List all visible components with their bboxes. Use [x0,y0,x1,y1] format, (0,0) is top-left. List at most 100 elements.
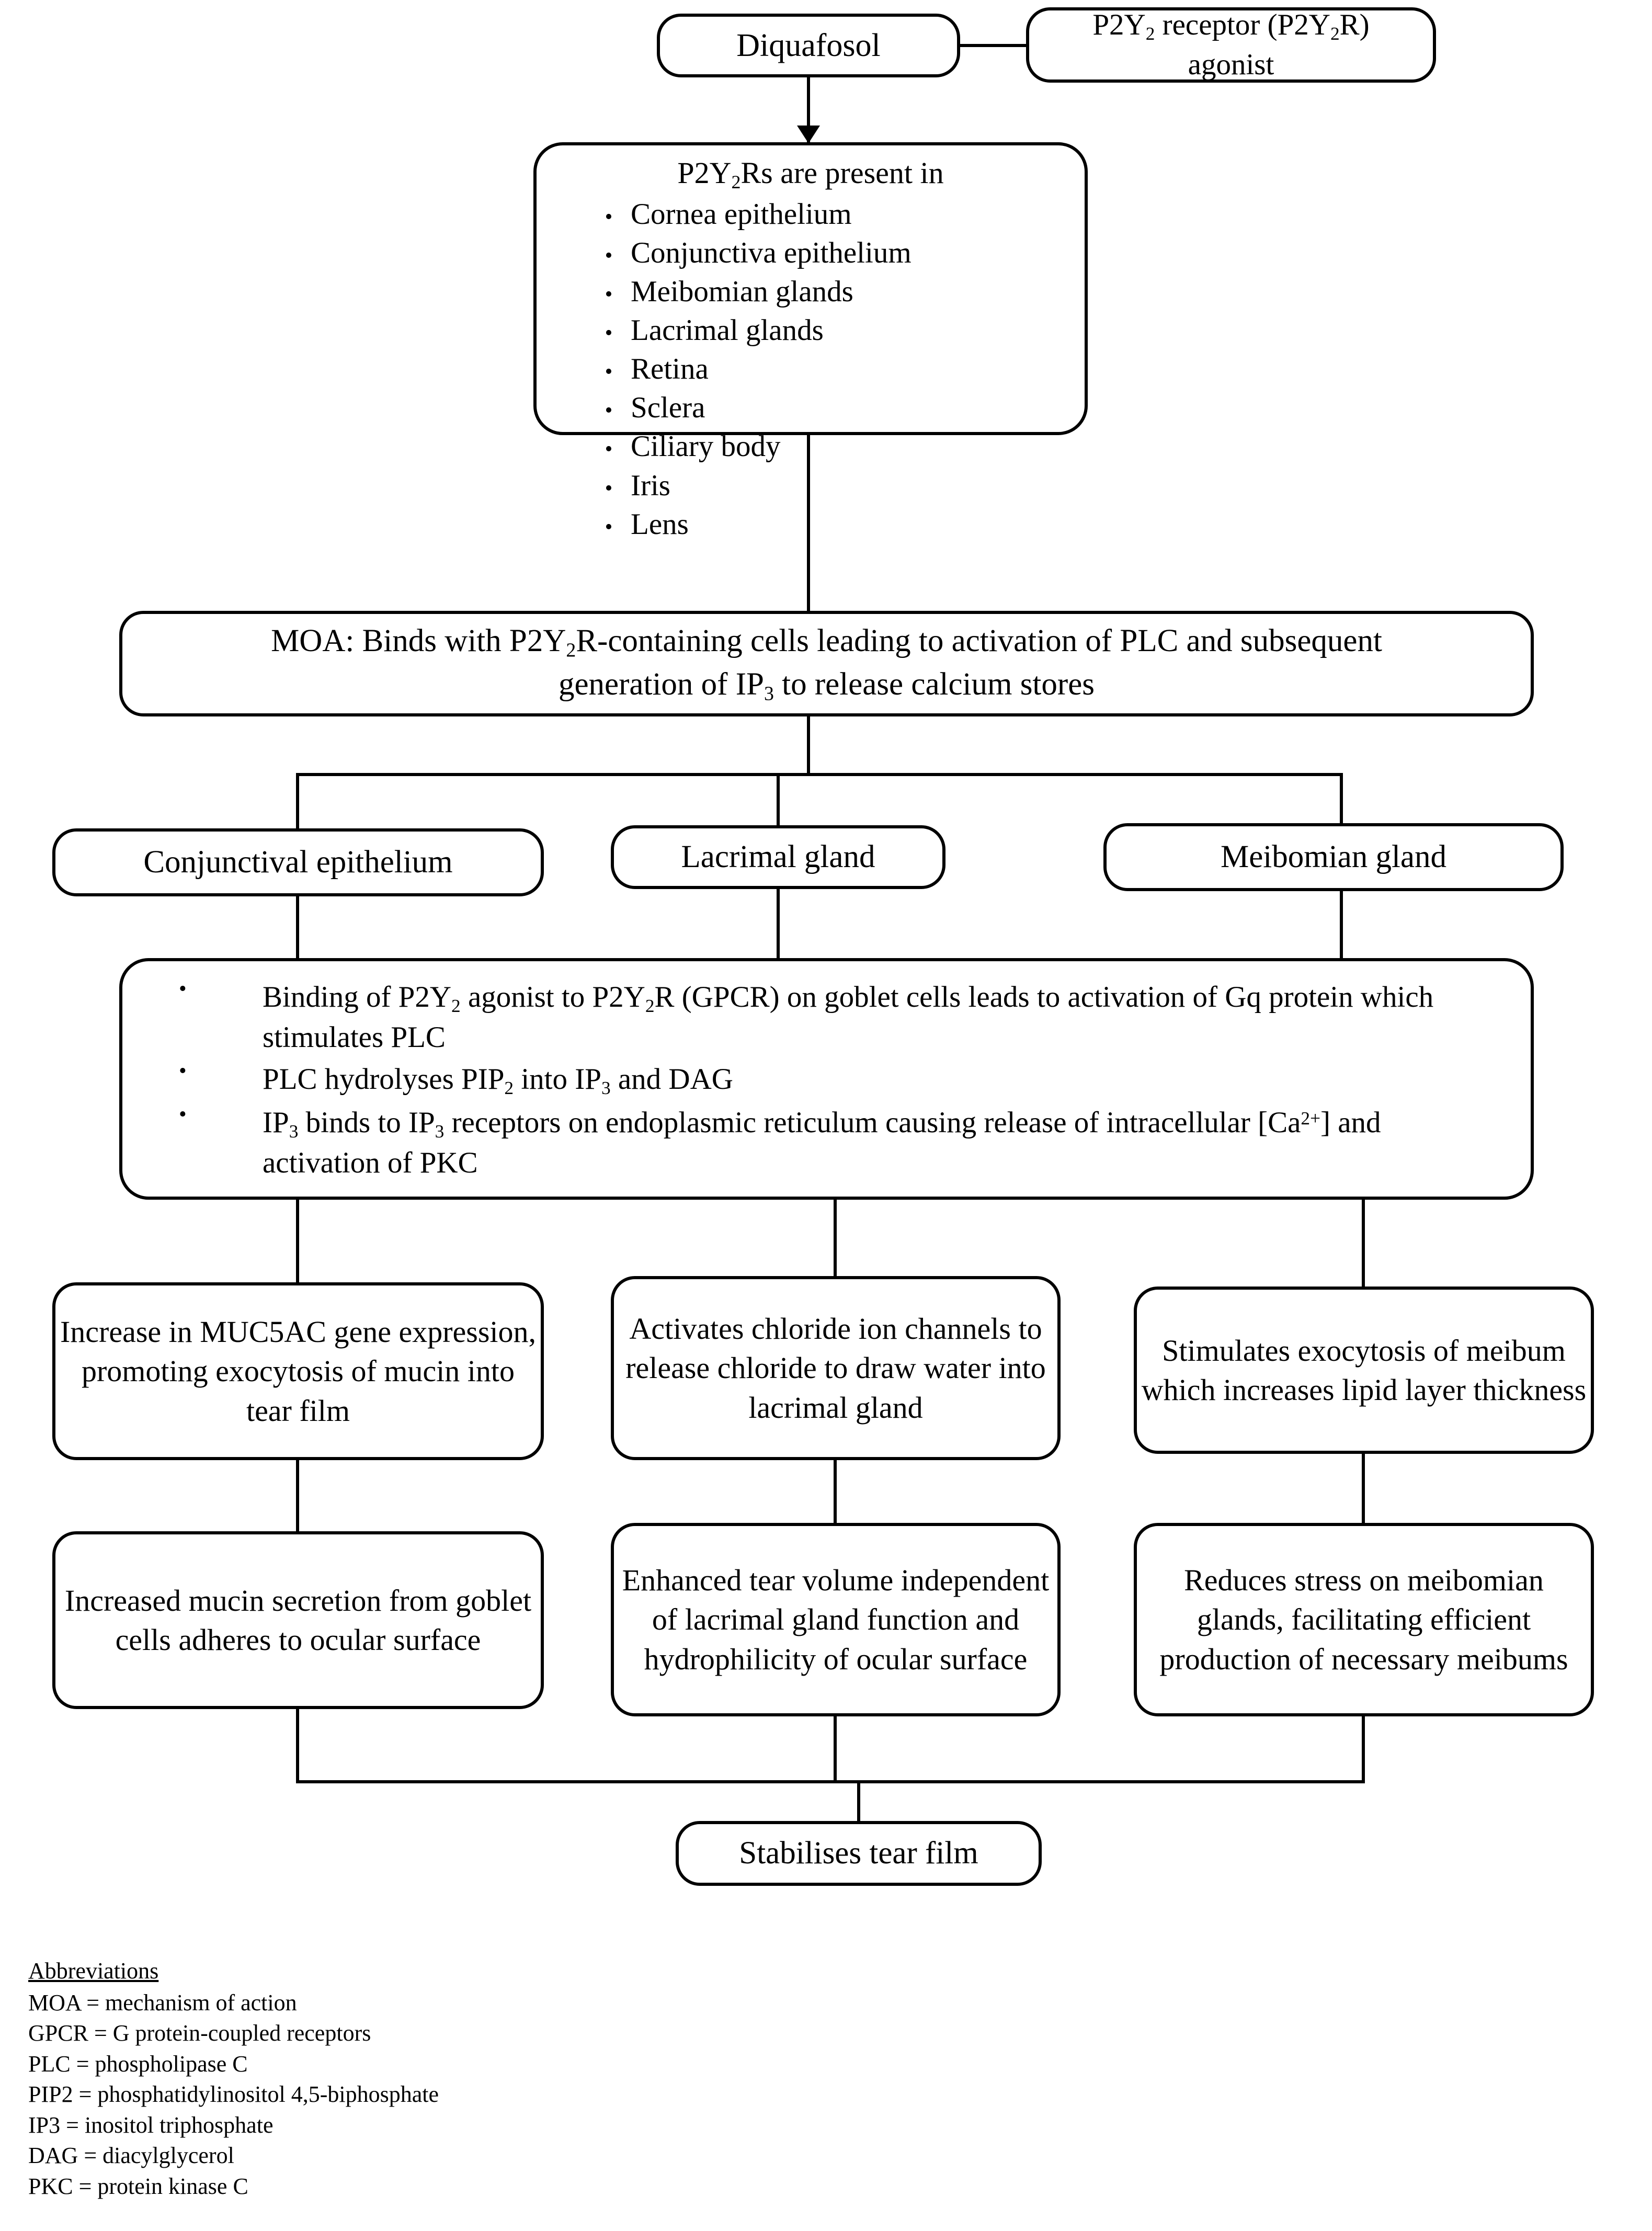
presence-item-text: Iris [631,469,670,502]
connector-outcome1-result1 [296,1457,299,1534]
connector-mechanism-outcome1 [296,1198,299,1285]
agonist-line-1: P2Y2 receptor (P2Y2R) [1092,8,1370,44]
node-lacrimal-gland-label: Lacrimal gland [681,839,875,875]
node-signalling-mechanism[interactable]: • Binding of P2Y2 agonist to P2Y2R (GPCR)… [119,958,1534,1200]
node-p2y2r-agonist[interactable]: P2Y2 receptor (P2Y2R) agonist [1026,7,1436,83]
node-p2y2r-presence[interactable]: P2Y2Rs are present in • Cornea epithelium… [533,142,1088,541]
node-diquafosol-label: Diquafosol [736,27,881,63]
mechanism-item-text: IP3 binds to IP3 receptors on endoplasmi… [263,1106,1381,1179]
node-outcome-lacrimal[interactable]: Activates chloride ion channels to relea… [611,1276,1061,1460]
node-outcome-conjunctival[interactable]: Increase in MUC5AC gene expression, prom… [52,1282,544,1460]
bullet-icon: • [179,1102,187,1126]
list-item: • Sclera [587,389,1085,427]
node-lacrimal-gland[interactable]: Lacrimal gland [611,825,945,889]
connector-lacrimal-mechanism [777,887,780,961]
list-item: • Binding of P2Y2 agonist to P2Y2R (GPCR)… [179,978,1489,1057]
list-item: • Conjunctiva epithelium [587,234,1085,272]
connector-outcome3-result3 [1362,1451,1365,1526]
presence-item-text: Lacrimal glands [631,314,824,347]
bullet-icon: • [179,1058,187,1083]
agonist-line-2: agonist [1188,48,1274,82]
presence-item-text: Lens [631,507,689,541]
moa-line-1: MOA: Binds with P2Y2R-containing cells l… [271,623,1382,662]
connector-bus-to-final [857,1780,860,1824]
list-item: • Lens [587,505,1085,544]
connector-outcome2-result2 [834,1457,837,1526]
presence-item-text: Cornea epithelium [631,197,852,231]
node-outcome-conjunctival-label: Increase in MUC5AC gene expression, prom… [60,1314,537,1428]
list-item: • PLC hydrolyses PIP2 into IP3 and DAG [179,1060,1489,1100]
node-meibomian-gland-label: Meibomian gland [1220,839,1446,875]
node-outcome-meibomian-label: Stimulates exocytosis of meibum which in… [1141,1333,1587,1407]
list-item: • Ciliary body [587,427,1085,466]
connector-result1-bus [296,1706,299,1783]
connector-mechanism-outcome3 [1362,1198,1365,1290]
connector-conjunctival-mechanism [296,894,299,961]
node-stabilises-tear-film[interactable]: Stabilises tear film [676,1821,1042,1886]
node-moa[interactable]: MOA: Binds with P2Y2R-containing cells l… [119,611,1534,716]
abbreviations-heading: Abbreviations [28,1958,159,1984]
list-item: • IP3 binds to IP3 receptors on endoplasm… [179,1103,1489,1182]
node-meibomian-gland[interactable]: Meibomian gland [1103,823,1564,891]
list-item: • Cornea epithelium [587,195,1085,234]
mechanism-list: • Binding of P2Y2 agonist to P2Y2R (GPCR)… [122,978,1531,1182]
bullet-icon: • [605,515,613,539]
connector-diquafosol-agonist [959,44,1027,47]
bullet-icon: • [605,282,613,307]
list-item: • Iris [587,466,1085,505]
abbreviation-entry: PKC = protein kinase C [28,2173,248,2199]
presence-header: P2Y2Rs are present in [677,156,944,193]
bullet-icon: • [605,437,613,462]
abbreviation-entry: PIP2 = phosphatidylinositol 4,5-biphosph… [28,2081,439,2108]
bullet-icon: • [605,244,613,268]
abbreviation-entry: MOA = mechanism of action [28,1989,297,2016]
connector-result2-bus [834,1713,837,1783]
node-p2y2r-agonist-label: P2Y2 receptor (P2Y2R) agonist [1029,6,1433,85]
node-outcome-meibomian[interactable]: Stimulates exocytosis of meibum which in… [1134,1287,1594,1454]
presence-item-text: Retina [631,352,709,386]
connector-diquafosol-presence [807,76,810,145]
connector-tissue-bus [296,773,1343,776]
presence-list: • Cornea epithelium • Conjunctiva epitheliu… [537,195,1085,544]
node-result-meibomian[interactable]: Reduces stress on meibomian glands, faci… [1134,1523,1594,1716]
list-item: • Meibomian glands [587,272,1085,311]
abbreviation-entry: GPCR = G protein-coupled receptors [28,2020,371,2046]
bullet-icon: • [179,977,187,1001]
node-stabilises-tear-film-label: Stabilises tear film [739,1836,978,1871]
connector-result3-bus [1362,1713,1365,1783]
arrowhead-icon [797,126,820,143]
presence-item-text: Ciliary body [631,430,781,463]
presence-item-text: Sclera [631,391,705,425]
bullet-icon: • [605,360,613,384]
connector-meibomian-mechanism [1340,889,1343,961]
node-conjunctival-epithelium-label: Conjunctival epithelium [143,845,453,880]
node-result-lacrimal-label: Enhanced tear volume independent of lacr… [622,1563,1050,1676]
list-item: • Retina [587,350,1085,389]
mechanism-item-text: PLC hydrolyses PIP2 into IP3 and DAG [263,1062,733,1098]
abbreviation-entry: IP3 = inositol triphosphate [28,2112,274,2138]
abbreviation-entry: DAG = diacylglycerol [28,2143,234,2169]
connector-bus-to-conjunctival [296,773,299,830]
connector-bus-to-meibomian [1340,773,1343,825]
mechanism-item-text: Binding of P2Y2 agonist to P2Y2R (GPCR) … [263,981,1434,1054]
bullet-icon: • [605,204,613,229]
node-outcome-lacrimal-label: Activates chloride ion channels to relea… [625,1311,1046,1425]
connector-final-bus [296,1780,1365,1783]
node-result-meibomian-label: Reduces stress on meibomian glands, faci… [1159,1563,1568,1676]
node-conjunctival-epithelium[interactable]: Conjunctival epithelium [52,828,544,896]
node-moa-label: MOA: Binds with P2Y2R-containing cells l… [122,620,1531,707]
bullet-icon: • [605,476,613,500]
node-diquafosol[interactable]: Diquafosol [657,14,960,77]
connector-moa-down [807,715,810,776]
presence-item-text: Meibomian glands [631,275,853,309]
list-item: • Lacrimal glands [587,311,1085,350]
node-result-lacrimal[interactable]: Enhanced tear volume independent of lacr… [611,1523,1061,1716]
node-result-conjunctival[interactable]: Increased mucin secretion from goblet ce… [52,1531,544,1709]
bullet-icon: • [605,399,613,423]
node-result-conjunctival-label: Increased mucin secretion from goblet ce… [64,1583,532,1657]
bullet-icon: • [605,321,613,346]
connector-bus-to-lacrimal [777,773,780,827]
presence-item-text: Conjunctiva epithelium [631,236,912,270]
